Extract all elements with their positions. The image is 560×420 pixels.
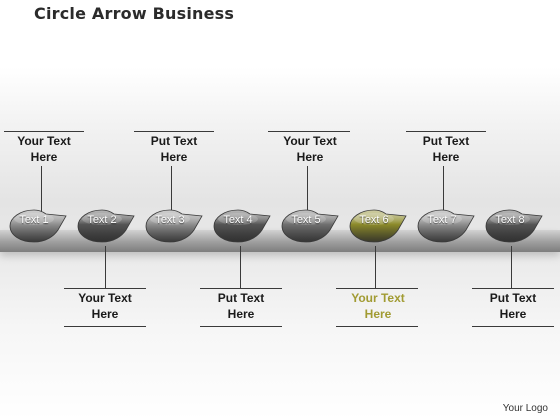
callout-bottom-4-line1: Put Text bbox=[489, 291, 537, 305]
callout-bottom-2-rule-top bbox=[200, 288, 282, 289]
callout-bottom-1-line1: Your Text bbox=[78, 291, 132, 305]
callout-bottom-1-rule-top bbox=[64, 288, 146, 289]
callout-top-3-stem bbox=[307, 166, 308, 212]
callout-top-4-text: Put Text Here bbox=[406, 133, 486, 165]
callout-top-3-text: Your Text Here bbox=[270, 133, 350, 165]
callout-bottom-4-line2: Here bbox=[499, 307, 527, 321]
callout-bottom-2-line1: Put Text bbox=[217, 291, 265, 305]
callout-top-4-rule bbox=[406, 131, 486, 132]
step-marker-5-shape bbox=[281, 209, 339, 243]
step-marker-3-shape bbox=[145, 209, 203, 243]
callout-bottom-3-rule-bottom bbox=[336, 326, 418, 327]
step-marker-7-label: Text 7 bbox=[427, 214, 457, 226]
callout-top-1-stem bbox=[41, 166, 42, 212]
callout-top-2-stem bbox=[171, 166, 172, 212]
step-marker-5: Text 5 bbox=[278, 206, 344, 246]
callout-top-3-line2: Here bbox=[296, 150, 324, 164]
step-marker-7: Text 7 bbox=[414, 206, 480, 246]
step-marker-8: Text 8 bbox=[482, 206, 548, 246]
callout-top-4-line1: Put Text bbox=[422, 134, 470, 148]
step-marker-1: Text 1 bbox=[6, 206, 72, 246]
callout-bottom-2-rule-bottom bbox=[200, 326, 282, 327]
step-marker-6: Text 6 bbox=[346, 206, 412, 246]
step-marker-7-shape bbox=[417, 209, 475, 243]
callout-bottom-3-stem bbox=[375, 246, 376, 288]
step-marker-4: Text 4 bbox=[210, 206, 276, 246]
callout-bottom-3-line2: Here bbox=[364, 307, 392, 321]
step-marker-2-label: Text 2 bbox=[87, 214, 117, 226]
callout-top-1-line2: Here bbox=[30, 150, 58, 164]
step-marker-2-shape bbox=[77, 209, 135, 243]
page-title: Circle Arrow Business bbox=[34, 4, 235, 23]
callout-top-1-line1: Your Text bbox=[17, 134, 71, 148]
callout-bottom-3-line1: Your Text bbox=[351, 291, 405, 305]
logo-text: Your Logo bbox=[502, 403, 548, 414]
callout-bottom-1-stem bbox=[105, 246, 106, 288]
callout-bottom-1-line2: Here bbox=[91, 307, 119, 321]
callout-bottom-3-text: Your Text Here bbox=[338, 290, 418, 322]
step-marker-6-shape bbox=[349, 209, 407, 243]
callout-top-1-rule bbox=[4, 131, 84, 132]
step-marker-8-label: Text 8 bbox=[495, 214, 525, 226]
callout-bottom-2-line2: Here bbox=[227, 307, 255, 321]
callout-bottom-4-rule-top bbox=[472, 288, 554, 289]
callout-top-2-line2: Here bbox=[160, 150, 188, 164]
step-marker-2: Text 2 bbox=[74, 206, 140, 246]
step-marker-6-label: Text 6 bbox=[359, 214, 389, 226]
step-marker-1-label: Text 1 bbox=[19, 214, 49, 226]
callout-top-1-text: Your Text Here bbox=[4, 133, 84, 165]
callout-bottom-1-rule-bottom bbox=[64, 326, 146, 327]
callout-bottom-4-rule-bottom bbox=[472, 326, 554, 327]
step-marker-8-shape bbox=[485, 209, 543, 243]
callout-top-2-text: Put Text Here bbox=[134, 133, 214, 165]
callout-top-3-line1: Your Text bbox=[283, 134, 337, 148]
callout-top-4-stem bbox=[443, 166, 444, 212]
step-marker-4-label: Text 4 bbox=[223, 214, 253, 226]
callout-top-2-rule bbox=[134, 131, 214, 132]
callout-top-2-line1: Put Text bbox=[150, 134, 198, 148]
callout-top-3-rule bbox=[268, 131, 350, 132]
callout-bottom-2-text: Put Text Here bbox=[201, 290, 281, 322]
step-marker-4-shape bbox=[213, 209, 271, 243]
callout-bottom-1-text: Your Text Here bbox=[65, 290, 145, 322]
callout-bottom-4-stem bbox=[511, 246, 512, 288]
step-marker-3-label: Text 3 bbox=[155, 214, 185, 226]
step-marker-5-label: Text 5 bbox=[291, 214, 321, 226]
step-marker-3: Text 3 bbox=[142, 206, 208, 246]
step-marker-1-shape bbox=[9, 209, 67, 243]
callout-bottom-3-rule-top bbox=[336, 288, 418, 289]
callout-bottom-2-stem bbox=[240, 246, 241, 288]
timeline-band bbox=[0, 230, 560, 252]
callout-top-4-line2: Here bbox=[432, 150, 460, 164]
callout-bottom-4-text: Put Text Here bbox=[473, 290, 553, 322]
